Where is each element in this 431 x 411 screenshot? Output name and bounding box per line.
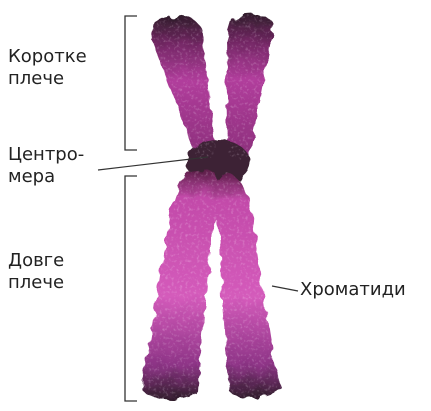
centromere-label-line-2: мера bbox=[8, 166, 84, 188]
short-arm-label-line-1: Коротке bbox=[8, 46, 87, 68]
chromatids-label-text: Хроматиди bbox=[300, 279, 406, 301]
long-arm-label: Довге плече bbox=[8, 250, 64, 294]
short-arm-label-line-2: плече bbox=[8, 68, 87, 90]
chromatids-label: Хроматиди bbox=[300, 279, 406, 301]
centromere-label: Центро- мера bbox=[8, 144, 84, 188]
centromere-label-line-1: Центро- bbox=[8, 144, 84, 166]
long-arm-bracket bbox=[125, 176, 137, 401]
short-arm-label: Коротке плече bbox=[8, 46, 87, 90]
long-arm-label-line-2: плече bbox=[8, 272, 64, 294]
long-arm-label-line-1: Довге bbox=[8, 250, 64, 272]
short-arm-bracket bbox=[125, 16, 137, 150]
chromatid-pointer bbox=[272, 286, 298, 291]
